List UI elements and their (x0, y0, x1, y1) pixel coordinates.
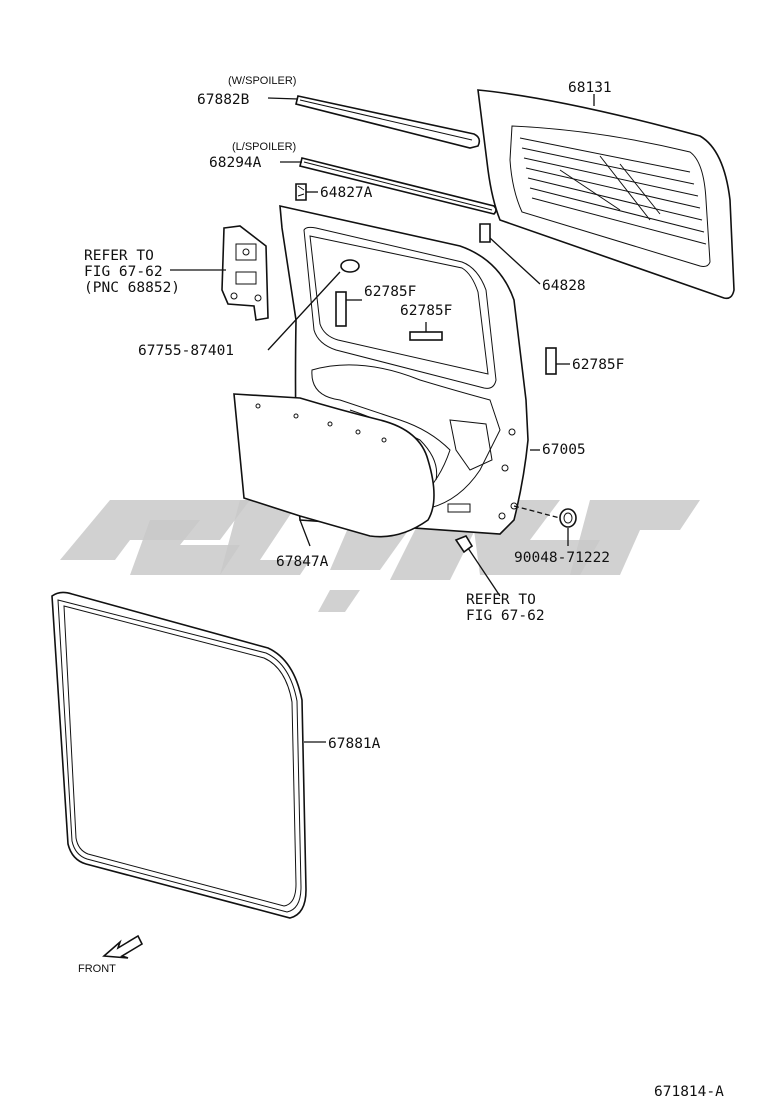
label-67882B: 67882B (197, 92, 250, 108)
label-64827A: 64827A (320, 185, 373, 201)
back-window-glass-68131 (477, 89, 735, 300)
label-front: FRONT (78, 963, 116, 975)
label-67755-87401: 67755-87401 (138, 343, 234, 359)
cushion-62785F-b (409, 331, 443, 341)
figure-id: 671814-A (654, 1084, 724, 1100)
label-62785F-a: 62785F (364, 284, 416, 300)
label-67847A: 67847A (276, 554, 329, 570)
label-90048-71222: 90048-71222 (514, 550, 610, 566)
cushion-62785F-a (335, 291, 347, 327)
label-refer-line3: (PNC 68852) (84, 280, 180, 296)
door-weatherstrip-67881A (51, 591, 307, 919)
label-w-spoiler: (W/SPOILER) (228, 75, 296, 87)
label-68131: 68131 (568, 80, 612, 96)
cushion-62785F-c (545, 347, 557, 375)
grommet-90048-71222 (559, 508, 577, 528)
label-67005: 67005 (542, 442, 586, 458)
label-62785F-c: 62785F (572, 357, 624, 373)
label-68294A: 68294A (209, 155, 262, 171)
weatherstrip-67882B (295, 95, 481, 149)
clip-64828 (479, 223, 491, 243)
service-hole-cover-67847A (233, 393, 435, 538)
label-62785F-b: 62785F (400, 303, 452, 319)
label-refer-line2: FIG 67-62 (84, 264, 163, 280)
hinge-bracket (221, 225, 269, 321)
label-67881A: 67881A (328, 736, 381, 752)
clip-64827A (295, 183, 307, 201)
label-refer2-line2: FIG 67-62 (466, 608, 545, 624)
front-arrow-icon (102, 934, 144, 959)
label-refer2-line1: REFER TO (466, 592, 536, 608)
label-l-spoiler: (L/SPOILER) (232, 141, 296, 153)
hole-plug-67755-87401 (340, 259, 360, 273)
label-64828: 64828 (542, 278, 586, 294)
label-refer-line1: REFER TO (84, 248, 154, 264)
